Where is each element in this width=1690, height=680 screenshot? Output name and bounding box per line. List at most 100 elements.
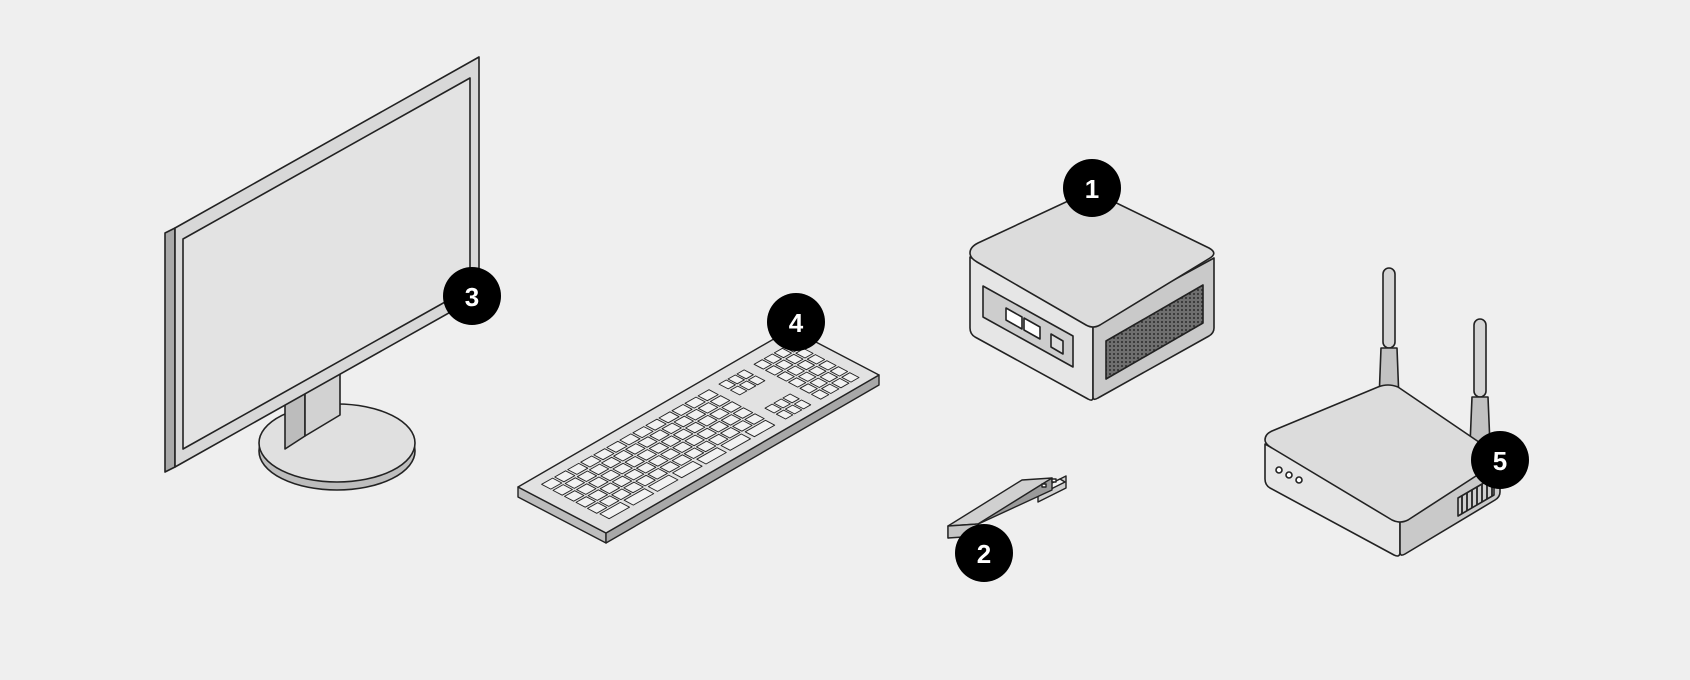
keyboard-key [697,402,719,414]
callout-1-circle [1063,159,1121,217]
keyboard-key [619,433,641,446]
keyboard-key [696,427,717,440]
antenna-icon [1382,267,1396,349]
keyboard-key [576,470,598,482]
keyboard-key [732,407,754,419]
keyboard-key [612,462,633,475]
keyboard-key [775,409,794,420]
keyboard-key [611,488,632,501]
keyboard-key [696,447,727,465]
keyboard-key [673,415,694,428]
keyboard-key [660,435,682,447]
keyboard-key [645,418,667,431]
mini-pc-vent-grille [1105,284,1204,380]
keyboard-key [635,474,656,487]
keyboard-key [600,469,621,482]
callout-1-label: 1 [1085,174,1099,204]
keyboard-key [819,371,838,383]
callout-2: 2 [955,524,1013,582]
callout-3-label: 3 [465,282,479,312]
callout-2-label: 2 [977,539,991,569]
keyboard-icon [517,328,880,544]
usb-port-icon [1023,317,1041,340]
usb-body-top [947,477,1053,527]
callout-4-circle [767,293,825,351]
keyboard-key [720,433,751,451]
keyboard-key [660,448,681,460]
keyboard-key [599,501,630,520]
keyboard-keys [541,342,860,520]
keyboard-key [720,414,742,426]
keyboard-key [658,411,680,424]
keyboard-key [695,440,717,453]
keyboard-key [576,483,597,495]
callout-5-label: 5 [1493,446,1507,476]
status-led-icon [1275,466,1283,474]
callout-3: 3 [443,267,501,325]
keyboard-key [625,443,646,455]
keyboard-key [697,389,719,402]
keyboard-key [593,448,615,461]
keyboard-key [753,359,772,370]
keyboard-key [632,426,654,439]
antenna-icon [1473,318,1487,398]
callout-3-circle [443,267,501,325]
keyboard-key [763,353,782,364]
keyboard-key [821,383,840,394]
keyboard-key [831,377,850,389]
keyboard-key [784,404,803,415]
router-icon [1264,267,1501,557]
keyboard-key [672,460,703,479]
keyboard-key [720,427,741,439]
keyboard-key [765,365,784,376]
status-led-icon [1285,471,1293,479]
keyboard-key [624,456,645,468]
keyboard-key [606,440,628,453]
keyboard-key [793,399,812,410]
keyboard-key [588,476,609,488]
keyboard-key [732,420,753,432]
keyboard-key [611,475,633,488]
keyboard-key [782,393,800,404]
keyboard-key [684,434,705,447]
monitor-bezel-side [164,227,176,473]
keyboard-key [727,374,745,385]
keyboard-key [564,477,585,489]
keyboard-key [623,468,645,481]
usb-port-icon [1005,307,1023,330]
keyboard-key [809,377,828,388]
keyboard-key [648,442,670,454]
keyboard-key [773,347,792,359]
keyboard-key [673,428,694,441]
keyboard-key [661,422,682,435]
keyboard-key [730,385,748,396]
keyboard-key [647,468,668,480]
keyboard-key [636,449,657,461]
usb-contact [1051,478,1057,483]
keyboard-key [708,433,729,446]
callout-1: 1 [1063,159,1121,217]
keyboard-key [587,502,608,514]
keyboard-key [811,389,830,400]
keyboard-key [587,489,608,501]
callout-4: 4 [767,293,825,351]
keyboard-key [806,354,826,365]
keyboard-key [775,359,794,370]
keyboard-key [649,429,670,441]
keyboard-key [799,383,818,394]
keyboard-key [552,484,573,496]
keyboard-key [786,365,805,376]
keyboard-key [623,488,655,506]
keyboard-key [736,369,754,380]
power-button-icon [1050,333,1064,355]
router-side [1399,461,1501,556]
mini-pc-icon [969,192,1215,401]
keyboard-key [580,455,602,468]
keyboard-key [647,474,679,492]
keyboard-key [671,454,693,466]
keyboard-key [601,456,622,469]
keyboard-key [829,366,849,377]
callout-4-label: 4 [789,308,804,338]
